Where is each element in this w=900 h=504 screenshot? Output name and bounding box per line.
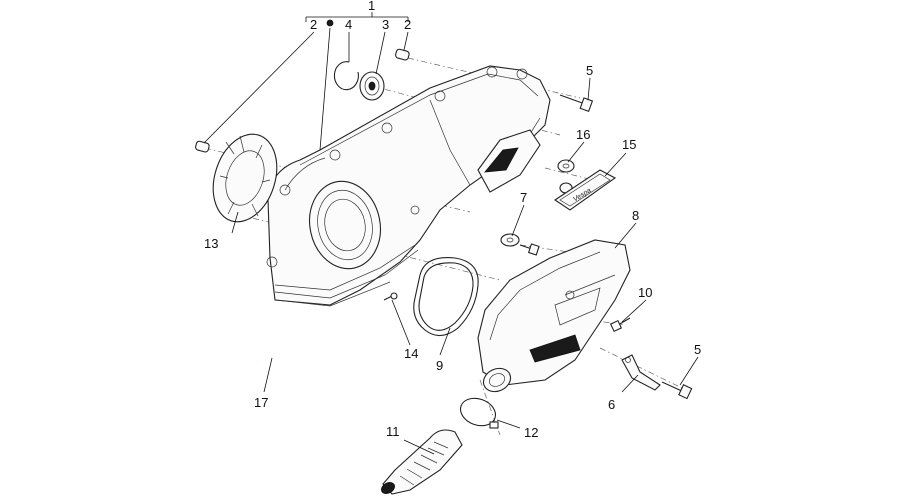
callout-17: 17 — [254, 395, 268, 410]
bearing-part-3 — [359, 71, 385, 101]
callout-4: 4 — [345, 17, 352, 32]
leader-lines — [203, 12, 699, 455]
callout-13: 13 — [204, 236, 218, 251]
callout-15: 15 — [622, 137, 636, 152]
callout-11: 11 — [386, 424, 400, 439]
screw-top-part-5 — [559, 94, 594, 113]
callout-labels: 1 2 4 3 2 5 16 15 7 8 13 10 5 14 9 6 17 … — [204, 0, 701, 440]
callout-7: 7 — [520, 190, 527, 205]
gasket-part-9 — [413, 257, 479, 337]
circlip-part-4 — [333, 61, 359, 91]
callout-16: 16 — [576, 127, 590, 142]
inlet-grille-part-13 — [212, 133, 278, 223]
washer-nut-part-16 — [557, 159, 575, 194]
l-rod-part-17 — [257, 298, 394, 364]
dowel-pin-right-part-2 — [395, 48, 410, 61]
callout-2-left: 2 — [310, 17, 317, 32]
callout-5-bottom: 5 — [694, 342, 701, 357]
screw-part-10 — [609, 317, 631, 333]
callout-3: 3 — [382, 17, 389, 32]
air-filter-housing-part-8 — [477, 239, 631, 393]
hose-clamp-part-12 — [459, 397, 499, 429]
intake-duct-part-11 — [381, 429, 463, 495]
callout-14: 14 — [404, 346, 418, 361]
bracket-part-7 — [500, 233, 540, 256]
transmission-cover — [266, 65, 551, 307]
common-part-dot — [326, 19, 334, 27]
callout-12: 12 — [524, 425, 538, 440]
bracket-clip-part-6 — [621, 354, 661, 391]
callout-2-right: 2 — [404, 17, 411, 32]
dowel-pin-left-part-2 — [195, 140, 210, 153]
callout-9: 9 — [436, 358, 443, 373]
callout-6: 6 — [608, 397, 615, 412]
callout-10: 10 — [638, 285, 652, 300]
callout-5-top: 5 — [586, 63, 593, 78]
callout-1: 1 — [368, 0, 375, 13]
screw-bottom-part-5 — [661, 381, 693, 400]
screw-part-14 — [383, 292, 398, 301]
callout-8: 8 — [632, 208, 639, 223]
